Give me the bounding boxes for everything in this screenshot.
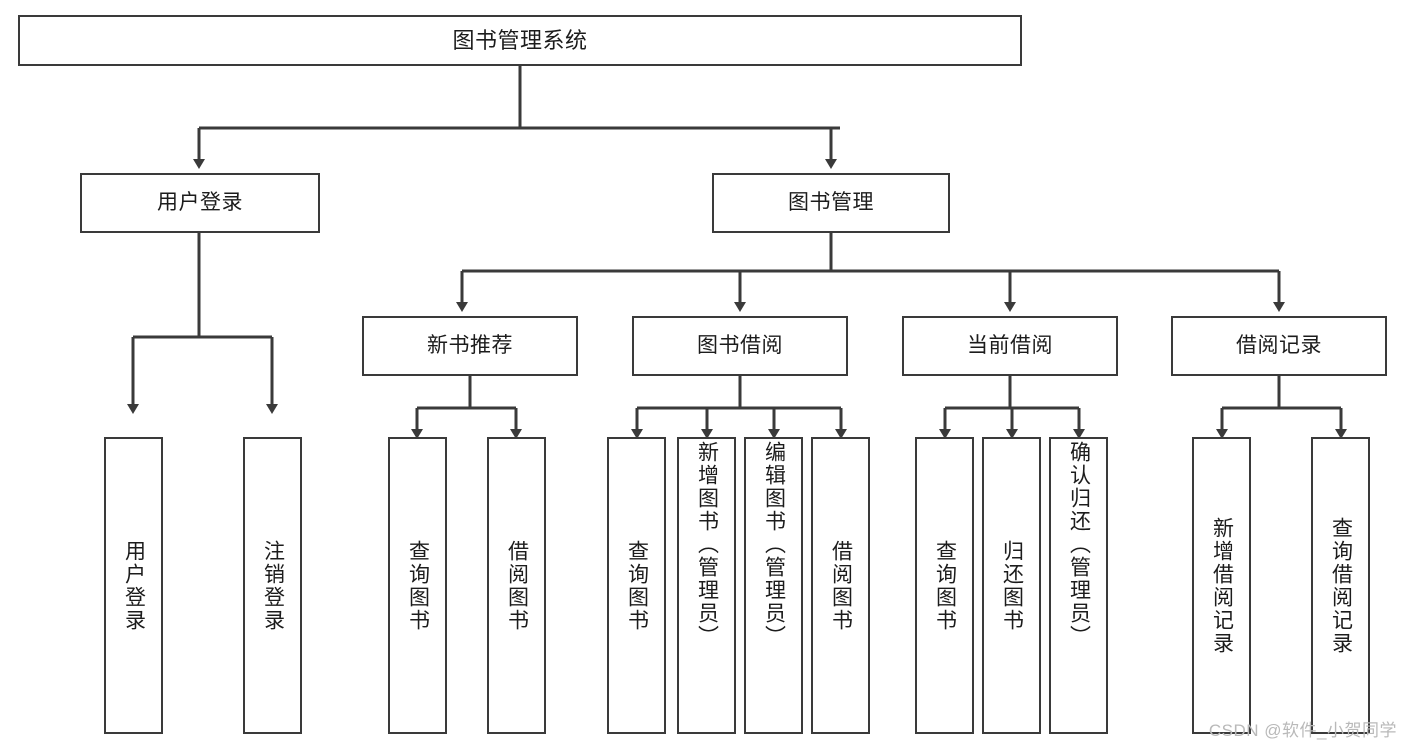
node-label: 查询图书 xyxy=(933,539,957,632)
node-leaf-user-login[interactable]: 用户登录 xyxy=(104,437,163,734)
node-label: 借阅图书 xyxy=(505,539,529,632)
node-leaf-add-borrow-record[interactable]: 新增借阅记录 xyxy=(1192,437,1251,734)
node-label: 借阅图书 xyxy=(829,539,853,632)
watermark-text: CSDN @软件_小贺同学 xyxy=(1208,721,1397,740)
node-label: 查询借阅记录 xyxy=(1329,516,1353,655)
node-label: 查询图书 xyxy=(625,539,649,632)
node-label: 当前借阅 xyxy=(967,333,1053,357)
node-label: 用户登录 xyxy=(157,190,243,214)
node-label: 确认归还（管理员） xyxy=(1067,441,1091,648)
node-leaf-borrow-book-recommend[interactable]: 借阅图书 xyxy=(487,437,546,734)
node-label: 编辑图书（管理员） xyxy=(762,441,786,648)
node-label: 图书管理系统 xyxy=(452,27,588,53)
node-user-login[interactable]: 用户登录 xyxy=(80,173,320,233)
node-leaf-borrow-book[interactable]: 借阅图书 xyxy=(811,437,870,734)
node-leaf-query-borrow-record[interactable]: 查询借阅记录 xyxy=(1311,437,1370,734)
node-label: 图书借阅 xyxy=(697,333,783,357)
node-leaf-logout[interactable]: 注销登录 xyxy=(243,437,302,734)
node-leaf-add-book-admin[interactable]: 新增图书（管理员） xyxy=(677,437,736,734)
node-current-borrow[interactable]: 当前借阅 xyxy=(902,316,1118,376)
node-label: 借阅记录 xyxy=(1236,333,1322,357)
node-root-system[interactable]: 图书管理系统 xyxy=(18,15,1022,66)
node-book-management[interactable]: 图书管理 xyxy=(712,173,950,233)
node-borrow-record[interactable]: 借阅记录 xyxy=(1171,316,1387,376)
node-label: 注销登录 xyxy=(261,539,285,632)
node-label: 新增借阅记录 xyxy=(1210,516,1234,655)
node-leaf-return-book[interactable]: 归还图书 xyxy=(982,437,1041,734)
node-label: 用户登录 xyxy=(122,539,146,632)
node-label: 查询图书 xyxy=(406,539,430,632)
node-label: 归还图书 xyxy=(1000,539,1024,632)
node-label: 新书推荐 xyxy=(427,333,513,357)
node-leaf-confirm-return-admin[interactable]: 确认归还（管理员） xyxy=(1049,437,1108,734)
node-label: 新增图书（管理员） xyxy=(695,441,719,648)
node-leaf-query-book-current[interactable]: 查询图书 xyxy=(915,437,974,734)
node-label: 图书管理 xyxy=(788,190,874,214)
node-new-book-recommend[interactable]: 新书推荐 xyxy=(362,316,578,376)
node-book-borrow[interactable]: 图书借阅 xyxy=(632,316,848,376)
node-leaf-edit-book-admin[interactable]: 编辑图书（管理员） xyxy=(744,437,803,734)
node-leaf-query-book-borrow[interactable]: 查询图书 xyxy=(607,437,666,734)
node-leaf-query-book-recommend[interactable]: 查询图书 xyxy=(388,437,447,734)
